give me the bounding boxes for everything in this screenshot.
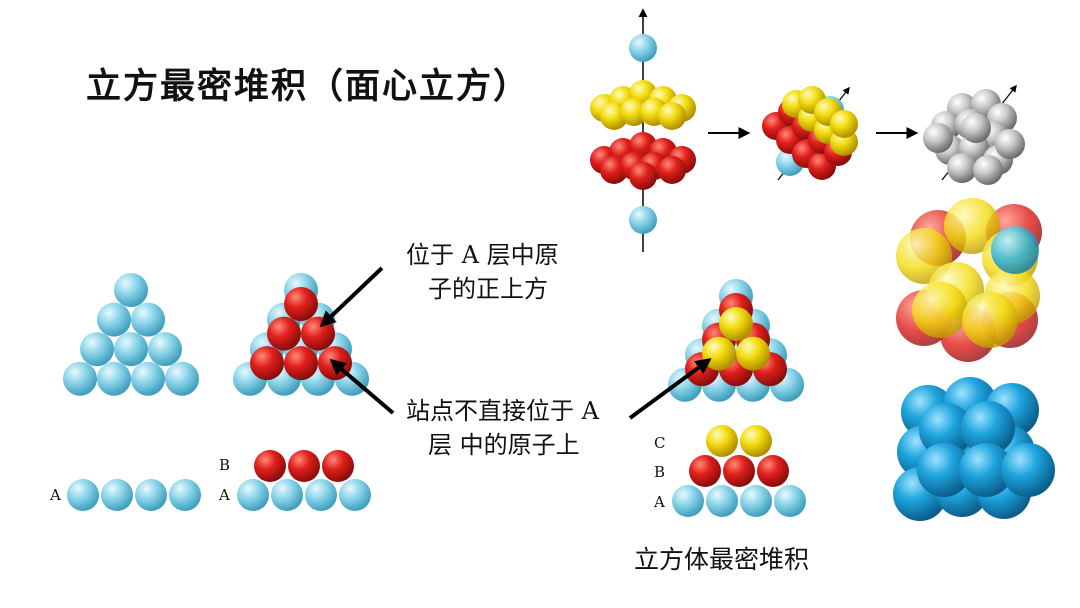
atom-a <box>97 361 131 396</box>
atom-a <box>114 332 148 367</box>
atom-fcc <box>919 403 973 457</box>
atom-c <box>702 336 736 371</box>
triangle-layer-abc <box>668 279 804 402</box>
atom-gray <box>923 123 953 153</box>
layered-fcc-cube <box>896 198 1042 362</box>
atom-gray <box>995 129 1025 159</box>
atom-a <box>67 479 99 511</box>
atom-a <box>740 485 772 517</box>
atom-c <box>706 425 738 457</box>
page-title: 立方最密堆积（面心立方） <box>86 67 531 107</box>
layer-label-c: C <box>654 434 666 452</box>
tilted-layers <box>762 86 858 180</box>
gray-fcc-cube <box>923 89 1025 185</box>
atom-c <box>962 292 1018 348</box>
atom-b <box>629 162 657 190</box>
side-view-ab <box>237 450 371 511</box>
atom-b <box>757 455 789 487</box>
atom-a <box>97 302 131 337</box>
atom-a <box>131 302 165 337</box>
atom-c <box>736 336 770 371</box>
atom-a <box>629 206 657 234</box>
atom-a <box>237 479 269 511</box>
side-view-a <box>67 479 201 511</box>
atom-b <box>658 156 686 184</box>
callout-above-a-line2: 子的正上方 <box>428 275 548 303</box>
atom-c <box>830 110 858 138</box>
atom-fcc <box>961 401 1015 455</box>
atom-a <box>774 485 806 517</box>
atom-b <box>250 346 284 381</box>
atom-b <box>301 316 335 351</box>
atom-c <box>719 307 753 341</box>
atom-b <box>288 450 320 482</box>
atom-c <box>944 198 1000 254</box>
triangle-layer-a <box>63 273 199 396</box>
layer-label-b-2: B <box>654 463 666 481</box>
atom-c <box>740 425 772 457</box>
blue-fcc-cube <box>893 377 1055 521</box>
atom-a <box>271 479 303 511</box>
callout-above-a-line1: 位于 A 层中原 <box>406 241 559 269</box>
axis-layers <box>590 34 696 234</box>
atom-gray <box>961 113 991 143</box>
atom-a <box>135 479 167 511</box>
atom-a <box>165 361 199 396</box>
atom-b <box>689 455 721 487</box>
atom-c <box>620 98 648 126</box>
layer-label-b-1: B <box>219 456 231 474</box>
caption-ccp: 立方体最密堆积 <box>634 545 810 574</box>
atom-a <box>131 361 165 396</box>
callout-not-above-a-line1: 站点不直接位于 A <box>406 397 599 425</box>
atom-a <box>339 479 371 511</box>
atom-a <box>63 361 97 396</box>
atom-a <box>101 479 133 511</box>
callout-not-above-a: 站点不直接位于 A 层 中的原子上 <box>406 394 599 462</box>
atom-b <box>284 287 318 321</box>
atom-a <box>629 34 657 62</box>
atom-b <box>284 346 318 381</box>
atom-fcc <box>959 443 1013 497</box>
atom-c <box>658 102 686 130</box>
atom-fcc <box>917 443 971 497</box>
atom-a <box>80 332 114 367</box>
atom-a <box>114 273 148 307</box>
callout-not-above-a-line2: 层 中的原子上 <box>428 431 580 459</box>
atom-gray <box>973 155 1003 185</box>
side-view-abc <box>672 425 806 517</box>
callout-arrows <box>319 266 712 420</box>
atom-c <box>912 282 968 338</box>
atom-b <box>322 450 354 482</box>
atom-b <box>723 455 755 487</box>
atom-b <box>254 450 286 482</box>
atom-a <box>148 332 182 367</box>
layer-label-a-2: A <box>219 486 230 504</box>
atom-fcc <box>1001 443 1055 497</box>
atom-a <box>991 226 1039 274</box>
atom-b <box>267 316 301 351</box>
atom-a <box>169 479 201 511</box>
layer-label-a-3: A <box>654 493 665 511</box>
layer-label-a-1: A <box>50 486 61 504</box>
atom-a <box>706 485 738 517</box>
callout-above-a: 位于 A 层中原 子的正上方 <box>406 238 559 306</box>
atom-a <box>305 479 337 511</box>
atom-a <box>672 485 704 517</box>
atom-gray <box>947 153 977 183</box>
